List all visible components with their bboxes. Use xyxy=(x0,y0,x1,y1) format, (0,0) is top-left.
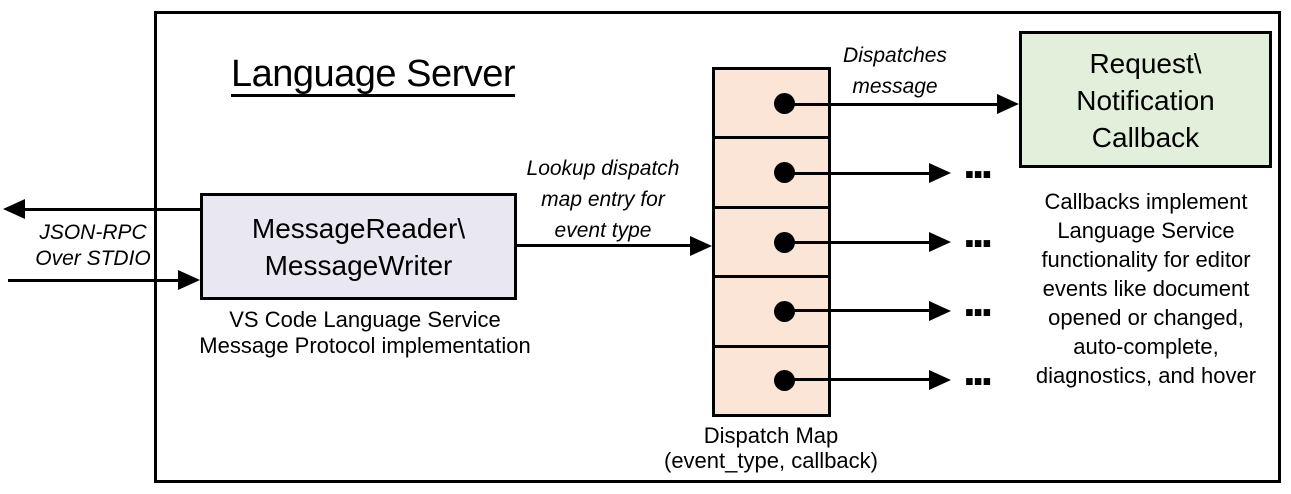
more-callbacks-ellipsis: ... xyxy=(963,205,993,257)
stdio-input-arrow-shaft xyxy=(8,279,178,282)
dispatch-arrow-shaft xyxy=(785,241,929,244)
dispatch-arrow-shaft xyxy=(785,309,929,312)
language-server-boundary xyxy=(154,11,1281,483)
stdio-output-arrow-shaft xyxy=(25,208,200,211)
dispatch-arrow-shaft-to-callback xyxy=(785,103,997,106)
map-entry-dot-icon xyxy=(774,162,795,184)
dispatch-arrow-shaft xyxy=(785,172,929,175)
dispatch-map-caption: Dispatch Map (event_type, callback) xyxy=(664,423,878,473)
map-entry-dot-icon xyxy=(774,300,795,322)
stdio-input-arrowhead-icon xyxy=(178,270,200,290)
dispatch-cell xyxy=(715,278,828,348)
request-notification-callback-box: Request\ Notification Callback xyxy=(1019,31,1272,168)
map-entry-dot-icon xyxy=(774,231,795,253)
more-callbacks-ellipsis: ... xyxy=(963,343,993,395)
json-rpc-label: JSON-RPC Over STDIO xyxy=(35,221,151,270)
lookup-arrow-shaft xyxy=(517,244,690,247)
dispatches-message-label: Dispatches message xyxy=(843,44,947,98)
diagram-title: Language Server xyxy=(231,53,516,95)
dispatch-arrow-shaft xyxy=(785,378,929,381)
lookup-arrowhead-icon xyxy=(690,236,712,256)
lookup-label: Lookup dispatch map entry for event type xyxy=(526,157,680,242)
map-entry-dot-icon xyxy=(774,370,795,392)
dispatch-arrowhead-icon xyxy=(929,370,951,390)
dispatch-arrowhead-icon xyxy=(929,163,951,183)
stdio-output-arrowhead-icon xyxy=(3,199,25,219)
message-box-caption: VS Code Language Service Message Protoco… xyxy=(199,307,531,358)
dispatch-arrowhead-icon xyxy=(997,94,1019,114)
dispatch-arrowhead-icon xyxy=(929,232,951,252)
map-entry-dot-icon xyxy=(774,92,795,114)
dispatch-cell xyxy=(715,139,828,209)
more-callbacks-ellipsis: ... xyxy=(963,136,993,188)
callbacks-note: Callbacks implement Language Service fun… xyxy=(1035,189,1257,388)
dispatch-arrowhead-icon xyxy=(929,301,951,321)
more-callbacks-ellipsis: ... xyxy=(963,274,993,326)
message-reader-writer-box: MessageReader\ MessageWriter xyxy=(200,193,517,300)
